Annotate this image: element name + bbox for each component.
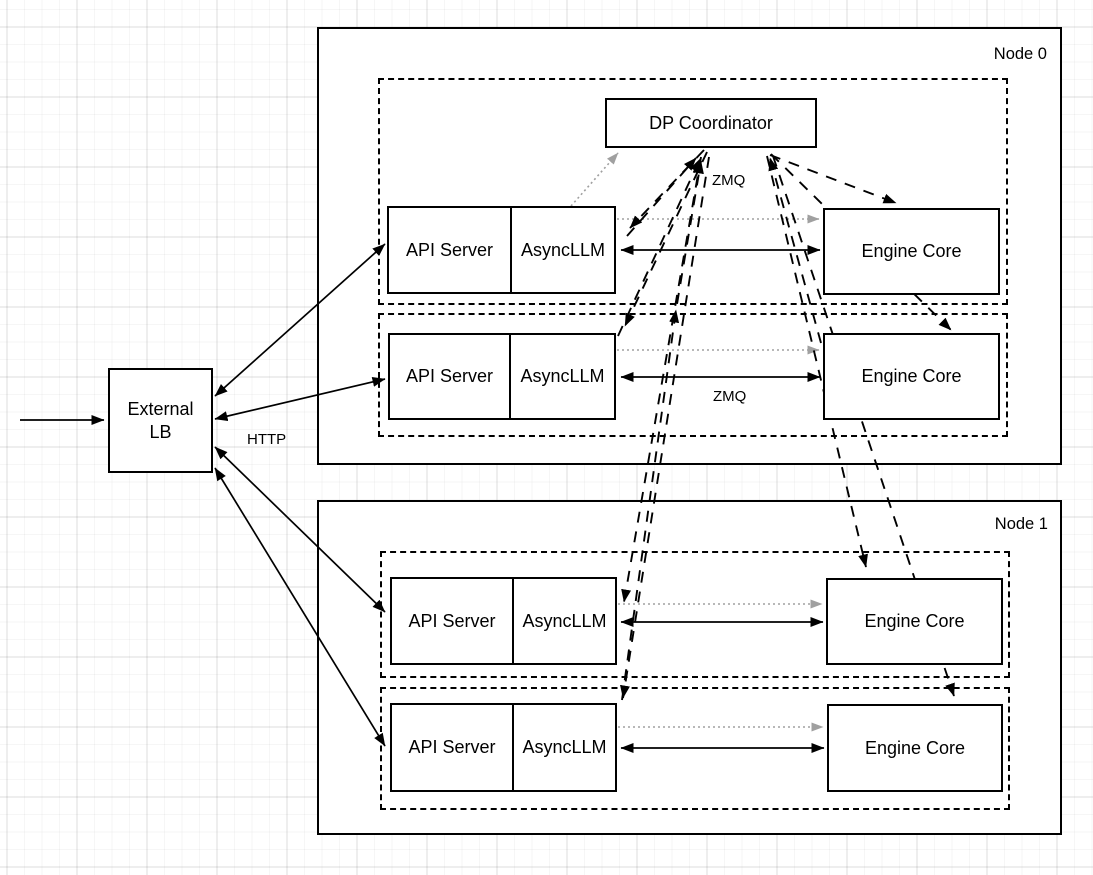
edge-coordinator-to-async1 bbox=[629, 149, 705, 229]
asyncllm-2-cell: AsyncLLM bbox=[511, 335, 614, 418]
node0-row2-api-async-box: API Server AsyncLLM bbox=[388, 333, 616, 420]
engine-core-3-box: Engine Core bbox=[826, 578, 1003, 665]
engine-core-2-label: Engine Core bbox=[861, 366, 962, 387]
edge-lb-api3-http bbox=[214, 446, 386, 613]
asyncllm-4-label: AsyncLLM bbox=[522, 737, 607, 757]
api-server-1-label: API Server bbox=[405, 239, 494, 260]
edge-coordinator-to-async2 bbox=[624, 151, 708, 327]
asyncllm-4-cell: AsyncLLM bbox=[514, 705, 615, 790]
api-server-3-label: API Server bbox=[408, 610, 496, 631]
edge-coordinator-to-async3 bbox=[621, 156, 702, 603]
api-server-2-cell: API Server bbox=[390, 335, 511, 418]
edge-async2-to-coordinator bbox=[617, 158, 701, 337]
engine-core-1-box: Engine Core bbox=[823, 208, 1000, 295]
external-lb-label-line1: External bbox=[127, 399, 194, 419]
edge-lb-api1-http bbox=[214, 243, 386, 397]
edge-coordinator-to-engine1 bbox=[769, 154, 897, 204]
edge-coordinator-to-engine3 bbox=[766, 155, 868, 568]
node0-label: Node 0 bbox=[993, 45, 1047, 63]
asyncllm-3-cell: AsyncLLM bbox=[514, 579, 615, 663]
asyncllm-1-label: AsyncLLM bbox=[520, 239, 606, 260]
engine-core-2-box: Engine Core bbox=[823, 333, 1000, 420]
node1-label: Node 1 bbox=[994, 515, 1048, 533]
external-lb-label-line2: LB bbox=[149, 421, 172, 442]
edge-coordinator-to-engine4 bbox=[772, 155, 955, 697]
edge-lb-api4-http bbox=[214, 467, 386, 747]
node0-row1-api-async-box: API Server AsyncLLM bbox=[387, 206, 616, 294]
external-lb-box: External LB bbox=[108, 368, 213, 473]
http-edge-label: HTTP bbox=[247, 431, 287, 448]
node1-row1-api-async-box: API Server AsyncLLM bbox=[390, 577, 617, 665]
zmq-coordinator-edge-label: ZMQ bbox=[712, 172, 746, 189]
asyncllm-1-cell: AsyncLLM bbox=[512, 208, 614, 292]
edge-lb-api2-http bbox=[214, 376, 386, 422]
edge-coordinator-to-async4 bbox=[620, 156, 710, 699]
engine-core-3-label: Engine Core bbox=[864, 611, 965, 632]
api-server-4-label: API Server bbox=[408, 737, 496, 757]
api-server-4-cell: API Server bbox=[392, 705, 514, 790]
engine-core-4-box: Engine Core bbox=[827, 704, 1003, 792]
api-server-1-cell: API Server bbox=[389, 208, 512, 292]
dp-coordinator-label: DP Coordinator bbox=[649, 112, 773, 133]
engine-core-1-label: Engine Core bbox=[861, 241, 962, 262]
edge-async1-coordinator-dotted bbox=[570, 152, 619, 207]
zmq-row2-edge-label: ZMQ bbox=[713, 388, 747, 405]
asyncllm-2-label: AsyncLLM bbox=[520, 366, 605, 386]
api-server-3-cell: API Server bbox=[392, 579, 514, 663]
engine-core-4-label: Engine Core bbox=[864, 737, 966, 758]
api-server-2-label: API Server bbox=[405, 366, 494, 386]
asyncllm-3-label: AsyncLLM bbox=[522, 610, 607, 631]
node1-row2-dashed-group bbox=[380, 687, 1010, 810]
node1-row2-api-async-box: API Server AsyncLLM bbox=[390, 703, 617, 792]
dp-coordinator-box: DP Coordinator bbox=[605, 98, 817, 148]
